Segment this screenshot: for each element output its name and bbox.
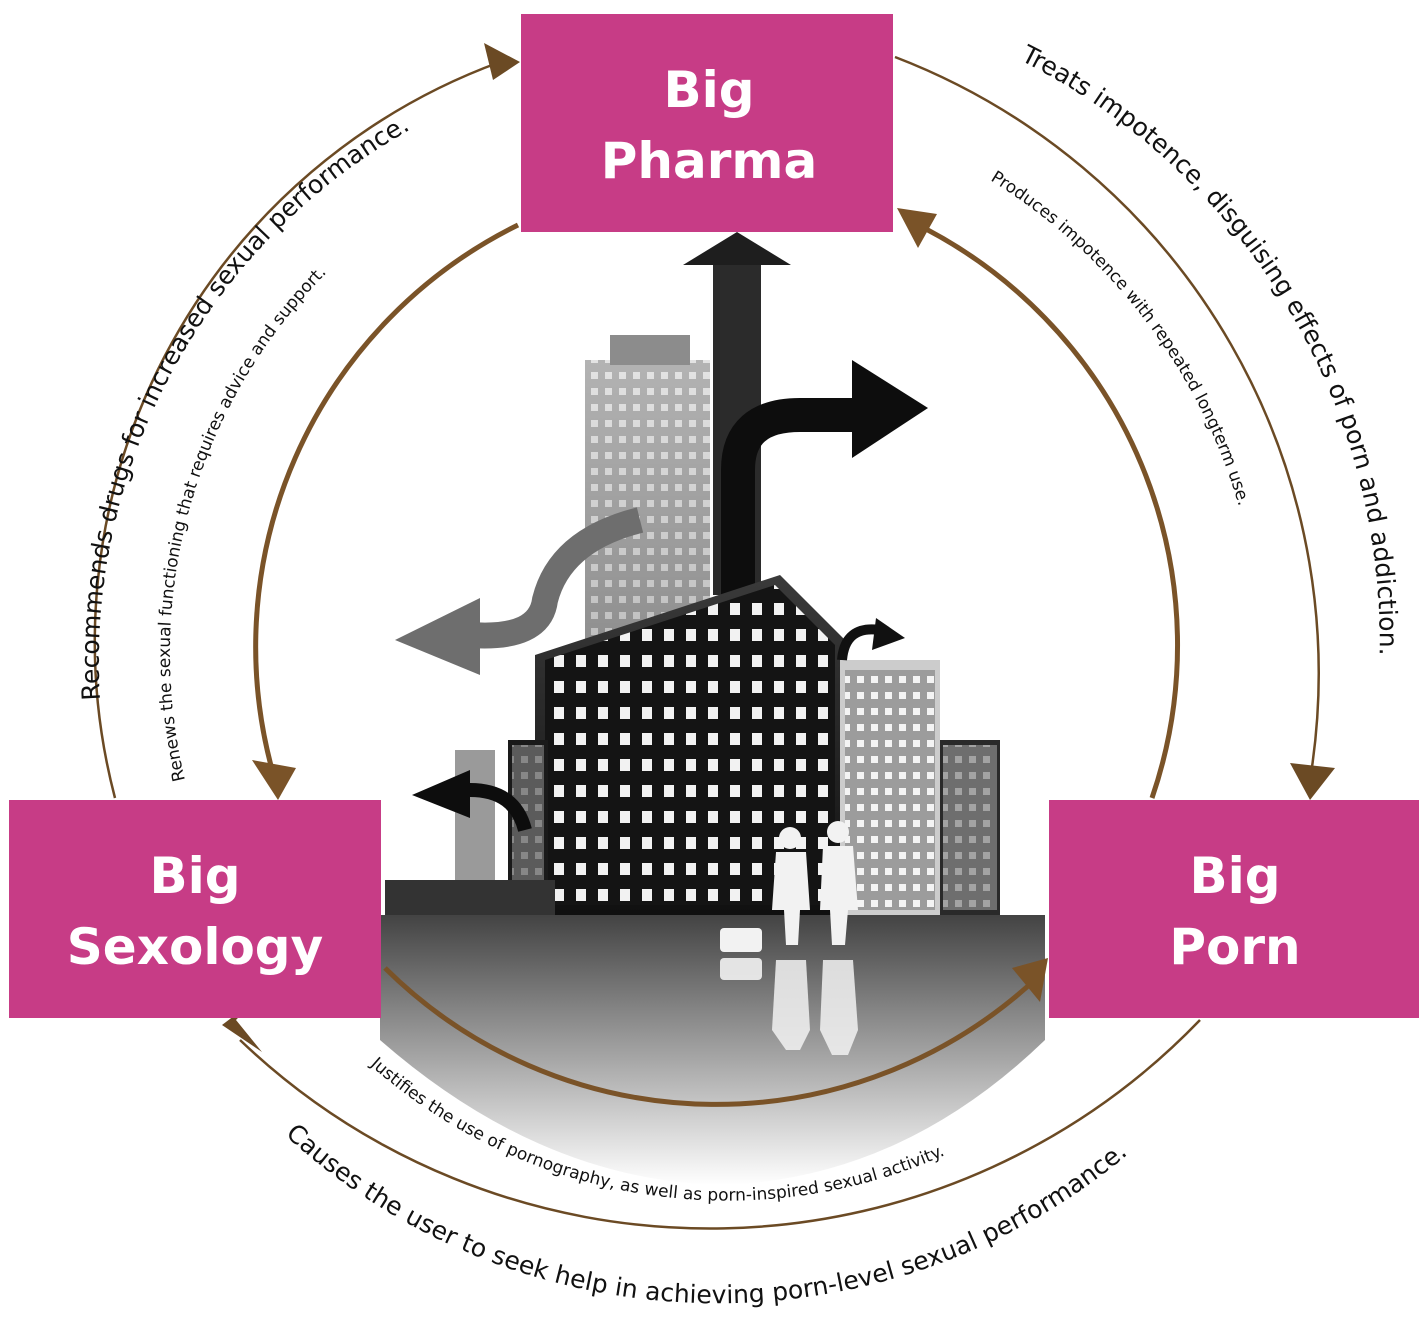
node-big-sexology: Big Sexology (9, 800, 381, 1018)
arc-porn-to-pharma (910, 219, 1180, 799)
arc-porn-to-sexology (239, 1019, 1201, 1230)
node-sexology-line2: Sexology (67, 918, 323, 976)
arc-pharma-to-sexology (253, 222, 520, 781)
arc-pharma-to-porn (894, 55, 1320, 781)
outer-cycle-arrows (93, 43, 1335, 1230)
node-porn-line1: Big (1189, 847, 1280, 905)
node-sexology-line1: Big (149, 847, 240, 905)
node-pharma-line2: Pharma (601, 132, 817, 190)
arrowhead-to-porn (1290, 763, 1335, 800)
arrowhead-to-pharma (484, 43, 520, 80)
inner-cycle-arrows (252, 208, 1180, 1107)
node-porn-line2: Porn (1169, 918, 1300, 976)
arc-sexology-to-pharma (93, 60, 501, 799)
arrowhead-inner-to-porn (1012, 958, 1048, 1002)
city-skyline-handshake-icon (380, 232, 1045, 1185)
arc-sexology-to-porn (383, 966, 1042, 1107)
edge-label-inner-porn-to-pharma: Produces impotence with repeated longter… (987, 167, 1253, 508)
node-big-pharma: Big Pharma (521, 14, 893, 232)
edge-label-outer-sexology-to-pharma: Recommends drugs for increased sexual pe… (76, 109, 414, 701)
node-big-porn: Big Porn (1049, 800, 1419, 1018)
node-pharma-line1: Big (663, 61, 754, 119)
arrowhead-inner-to-pharma (897, 208, 937, 248)
arrowhead-inner-to-sexology (252, 760, 296, 800)
